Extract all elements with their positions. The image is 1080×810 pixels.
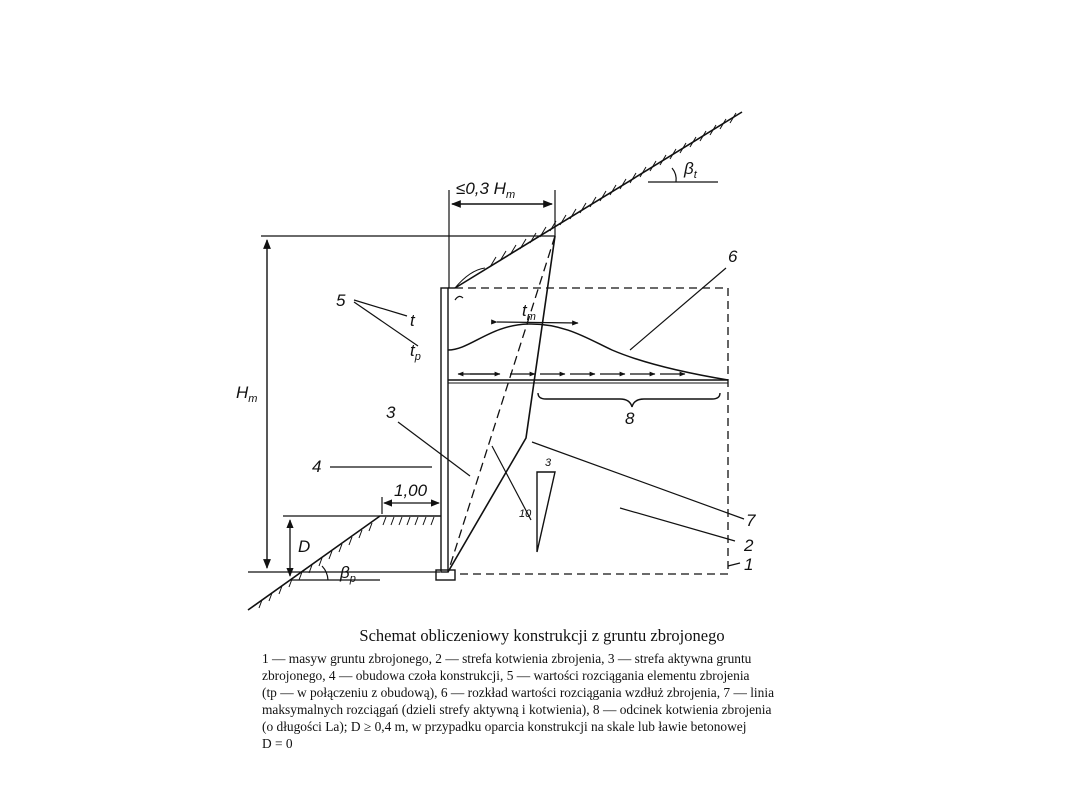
height-label: Hm (236, 383, 257, 405)
label-3: 3 (386, 403, 396, 422)
leader-5-t (353, 299, 408, 317)
lower-slope-hatch (258, 516, 435, 609)
caption-line: zbrojonego, 4 — obudowa czoła konstrukcj… (262, 668, 750, 683)
leader-3-b (491, 445, 532, 521)
slope-label-10: 10 (519, 508, 532, 520)
upper-slope-line (454, 111, 743, 289)
upper-slope-hatch (454, 112, 737, 289)
leader-6 (629, 267, 727, 351)
leader-3-a (397, 421, 471, 477)
caption-title: Schemat obliczeniowy konstrukcji z grunt… (359, 626, 725, 645)
facing-panel (440, 287, 449, 573)
reinforced-mass-outline (455, 287, 729, 575)
label-1: 1 (744, 555, 753, 574)
diagram-labels: ≤0,3 Hm βt Hm 5 t tp tm 6 8 3 4 1,00 D β… (236, 159, 756, 585)
caption-line: (tp — w połączeniu z obudową), 6 — rozkł… (262, 685, 775, 700)
label-4: 4 (312, 457, 321, 476)
beta-bottom-label: βp (339, 563, 356, 585)
max-tension-line (447, 235, 556, 573)
facing-footing (435, 569, 456, 581)
tm-arrow (491, 319, 579, 326)
slope-triangle (536, 471, 556, 553)
facing-top-hook (454, 295, 464, 301)
tension-distribution-curve (447, 323, 729, 381)
diagram-svg: ≤0,3 Hm βt Hm 5 t tp tm 6 8 3 4 1,00 D β… (236, 111, 756, 611)
label-8: 8 (625, 409, 635, 428)
label-2: 2 (743, 536, 754, 555)
beta-top-arc (671, 167, 677, 183)
beta-bottom-arc (321, 565, 329, 581)
label-1-00: 1,00 (394, 481, 428, 500)
active-zone-boundary (449, 235, 556, 567)
leader-5-tp (353, 301, 419, 347)
leader-2 (619, 507, 736, 542)
caption-line: maksymalnych rozciągań (dzieli strefy ak… (262, 702, 772, 717)
top-width-label: ≤0,3 Hm (456, 179, 515, 201)
caption-line: (o długości La); D ≥ 0,4 m, w przypadku … (262, 719, 747, 734)
label-t: t (410, 311, 416, 330)
leader-7 (531, 441, 745, 520)
label-d: D (298, 537, 310, 556)
label-7: 7 (746, 511, 756, 530)
leader-1 (727, 562, 741, 567)
caption-line: D = 0 (262, 736, 293, 751)
label-6: 6 (728, 247, 738, 266)
label-tm: tm (522, 301, 536, 323)
beta-top-label: βt (683, 159, 698, 181)
label-5: 5 (336, 291, 346, 310)
caption-line: 1 — masyw gruntu zbrojonego, 2 — strefa … (262, 651, 752, 666)
figure-caption: Schemat obliczeniowy konstrukcji z grunt… (262, 626, 982, 752)
slope-label-3: 3 (545, 457, 552, 469)
anchorage-brace (537, 392, 721, 408)
label-tp: tp (410, 341, 421, 363)
